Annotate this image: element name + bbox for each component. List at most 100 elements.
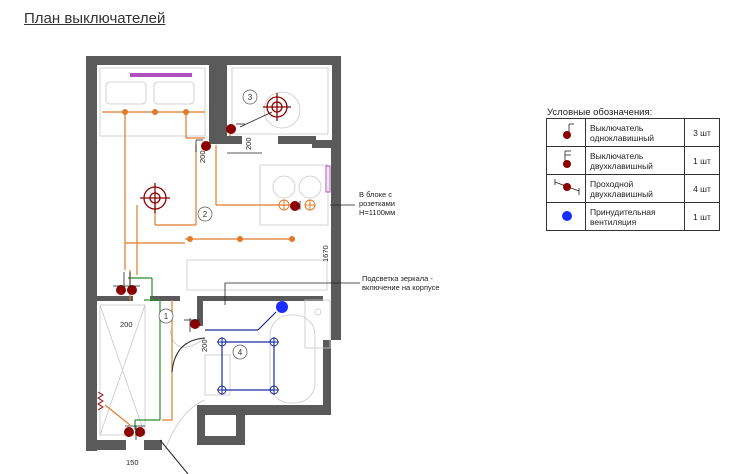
switch-marks [113,123,301,440]
wall-bath-right [323,340,331,410]
chandelier-zone2 [140,183,170,213]
socket-block-line3: Н=1100мм [359,208,395,217]
switches [116,124,300,437]
bath-cabinet [204,354,231,396]
hall-wardrobe [99,304,146,436]
zone1-red-hatch [97,391,104,411]
pillow-1 [105,81,147,105]
dim-1670: 1670 [321,245,330,262]
wardrobe-room3 [231,67,329,135]
switch-hall-1 [116,285,126,295]
bathtub [269,314,316,404]
chandelier-zone3 [263,93,291,121]
wall-right-upper [332,56,341,146]
socket-block-line2: розетками [359,199,395,208]
wall-right-step [312,140,341,148]
zone2-wiring [102,111,300,275]
switch-hall-2 [127,285,137,295]
wall-right-middle [331,140,341,340]
switch-entry-2 [135,427,145,437]
wall-bottom-left [86,440,126,450]
legend-qty: 3 шт [684,118,720,147]
wall-bedroom-bottom [227,136,242,144]
ventilation-icon [562,211,572,221]
furniture [99,67,331,451]
annotation-leaders [224,204,360,305]
chair-room3 [263,91,301,129]
wall-left [86,56,97,451]
zone2-spots [278,199,316,211]
legend-qty: 1 шт [684,146,720,175]
stove-ring-2 [298,175,322,199]
stove-ring-1 [272,175,296,199]
kitchen-counter [186,259,328,291]
wall-bath-left-tail [197,405,205,445]
dim-200-bath: 200 [200,339,209,352]
bath-door [159,337,206,474]
legend-symbol-ventilation [546,202,586,231]
dim-150: 150 [126,458,139,467]
zone-2-label: 2 [203,210,208,219]
legend-title: Условные обозначения: [547,107,653,118]
legend-qty: 4 шт [684,174,720,203]
legend-symbol-pass [546,174,586,203]
kitchen-unit [259,164,329,226]
zone3-wire [239,111,273,128]
switch-bath [190,319,200,329]
pass-switch-icon [554,179,580,195]
bath-door-arc [169,329,206,348]
bed [99,67,206,137]
legend-qty: 1 шт [684,202,720,231]
page-title: План выключателей [24,10,166,27]
socket-block-line1: В блоке с [359,190,392,199]
wall-bedroom-partition [209,56,227,144]
switch-kitchen [290,201,300,211]
mirror-line1: Подсветка зеркала - [362,274,433,283]
wall-bath-bottom-3 [236,405,245,445]
wall-bath-bottom-2 [197,436,245,445]
zone-1-label: 1 [164,312,169,321]
led-strip [130,73,192,77]
ventilation-fan [276,301,288,313]
zone4-spots [217,337,279,395]
dim-200-room3: 200 [244,137,253,150]
double-switch-icon [563,150,571,168]
switch-room3 [226,124,236,134]
wall-hall-partition [97,296,133,301]
dim-200-bedroom: 200 [198,150,207,163]
walls [86,56,341,451]
wall-bath-top [197,296,323,301]
zone2-fixtures [122,109,295,242]
zone-4-label: 4 [238,348,243,357]
switch-bedroom-hall [201,141,211,151]
legend-symbol-double [546,146,586,175]
wall-bedroom-bottom-2 [278,136,316,144]
dim-200-hall: 200 [120,320,133,329]
entry-door-arc [164,399,206,451]
washer-knob [314,308,322,316]
pillow-2 [153,81,195,105]
switch-entry-1 [124,427,134,437]
wall-hall-partition-2 [150,296,180,301]
legend-symbol-single [546,118,586,147]
zone-3-label: 3 [248,93,253,102]
wall-bath-bottom [197,405,331,415]
single-switch-icon [563,123,574,139]
zone4-wiring [205,311,277,391]
mirror-line2: включение на корпусе [362,283,440,292]
washer [304,299,331,349]
hall-wardrobe-cross-2 [99,304,146,436]
kitchen-led-strip [325,165,331,193]
wall-bottom-mid [144,440,162,450]
wall-bath-left [197,296,203,326]
